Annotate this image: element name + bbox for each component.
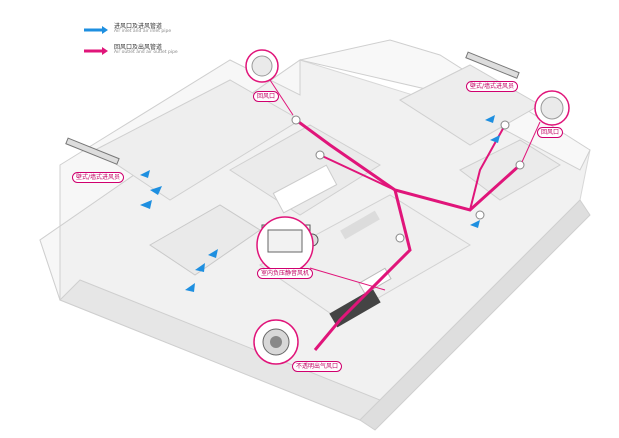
wall-inlet-right-label: 壁式/墙式进风员 bbox=[466, 81, 519, 93]
return-vent-left-leader bbox=[269, 79, 294, 116]
return-duct-branch bbox=[313, 189, 412, 351]
return-vent-right bbox=[500, 120, 510, 130]
room-vent-kitchen bbox=[515, 160, 525, 170]
return-vent-right-label: 回风口 bbox=[537, 127, 564, 139]
wall-inlet-left-label: 壁式/墙式进风员 bbox=[72, 172, 125, 184]
exhaust-icon-core bbox=[270, 336, 282, 348]
bathroom bbox=[459, 139, 561, 201]
return-duct-branch-3 bbox=[319, 154, 396, 191]
room-vent-center bbox=[315, 150, 325, 160]
inlet-arrows bbox=[140, 115, 500, 292]
tv-cabinet bbox=[340, 210, 380, 240]
room-vent-bath bbox=[475, 210, 485, 220]
inlet-legend-arrow-icon bbox=[84, 25, 108, 34]
legend-item-outlet: 回风口及出风管道 Air outlet and air outlet pipe bbox=[84, 44, 178, 56]
return-vent-right-grille-icon bbox=[540, 96, 564, 120]
wall-inlet-left-unit bbox=[65, 137, 120, 165]
legend-outlet-title: 回风口及出风管道 bbox=[114, 44, 163, 51]
fan-leader bbox=[309, 267, 386, 291]
return-vent-left bbox=[291, 115, 301, 125]
right-wall bbox=[359, 199, 591, 431]
exhaust-label: 不透明出气风口 bbox=[292, 361, 343, 373]
return-vent-left-label: 回风口 bbox=[253, 91, 280, 103]
living-room bbox=[259, 194, 471, 321]
legend-item-inlet: 进风口及进风管道 Air inlet and air inlet pipe bbox=[84, 23, 172, 35]
outlet-legend-arrow-icon bbox=[84, 46, 108, 55]
legend-inlet-sub: Air inlet and air inlet pipe bbox=[114, 29, 172, 35]
wall-inlet-right-unit bbox=[465, 51, 520, 79]
return-vent-left-grille-icon bbox=[251, 55, 273, 77]
balcony bbox=[149, 204, 261, 276]
legend-outlet-sub: Air outlet and air outlet pipe bbox=[114, 50, 178, 56]
room-vent-living bbox=[395, 233, 405, 243]
legend-inlet-title: 进风口及进风管道 bbox=[114, 23, 163, 30]
bed bbox=[272, 164, 338, 214]
fan-label: 室内负压静音风机 bbox=[257, 268, 314, 280]
fan-icon bbox=[267, 229, 303, 253]
